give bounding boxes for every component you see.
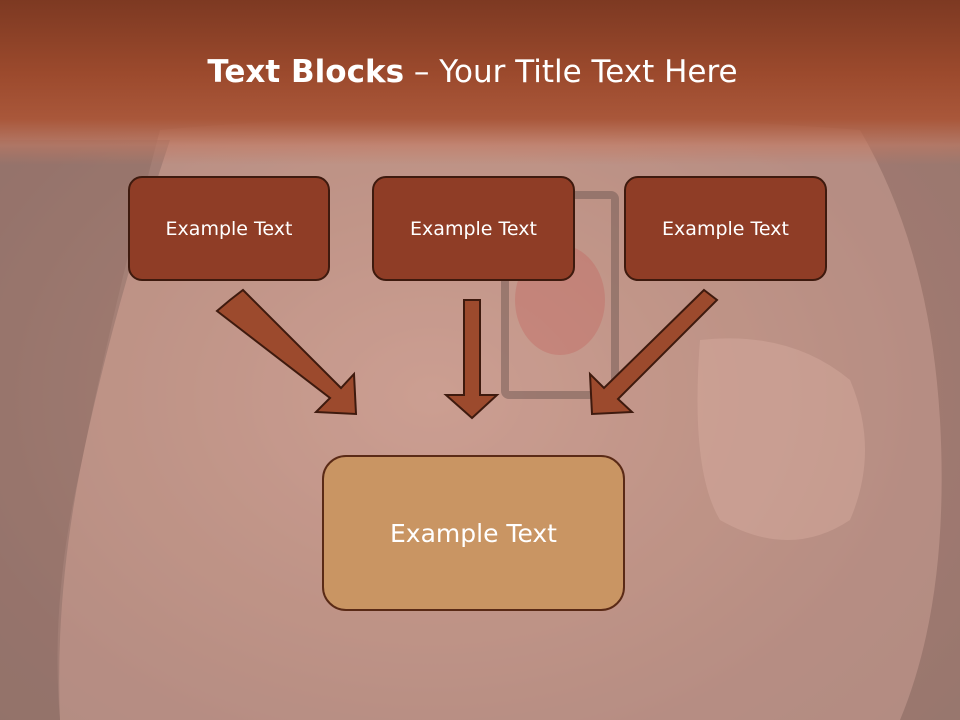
title-dash: – [404,54,440,90]
arrow-left [215,288,358,416]
title-bar [0,0,960,165]
title-bold: Text Blocks [207,54,405,90]
arrow-right [588,288,719,416]
arrow-center [443,299,500,420]
shoulder-shadow [0,140,170,720]
title-rest: Your Title Text Here [439,54,738,90]
text-block-main[interactable]: Example Text [322,455,625,611]
arm-shape [697,338,865,540]
slide-title: Text Blocks – Your Title Text Here [0,54,945,90]
text-block-left[interactable]: Example Text [128,176,330,281]
text-block-right[interactable]: Example Text [624,176,827,281]
text-block-center[interactable]: Example Text [372,176,575,281]
